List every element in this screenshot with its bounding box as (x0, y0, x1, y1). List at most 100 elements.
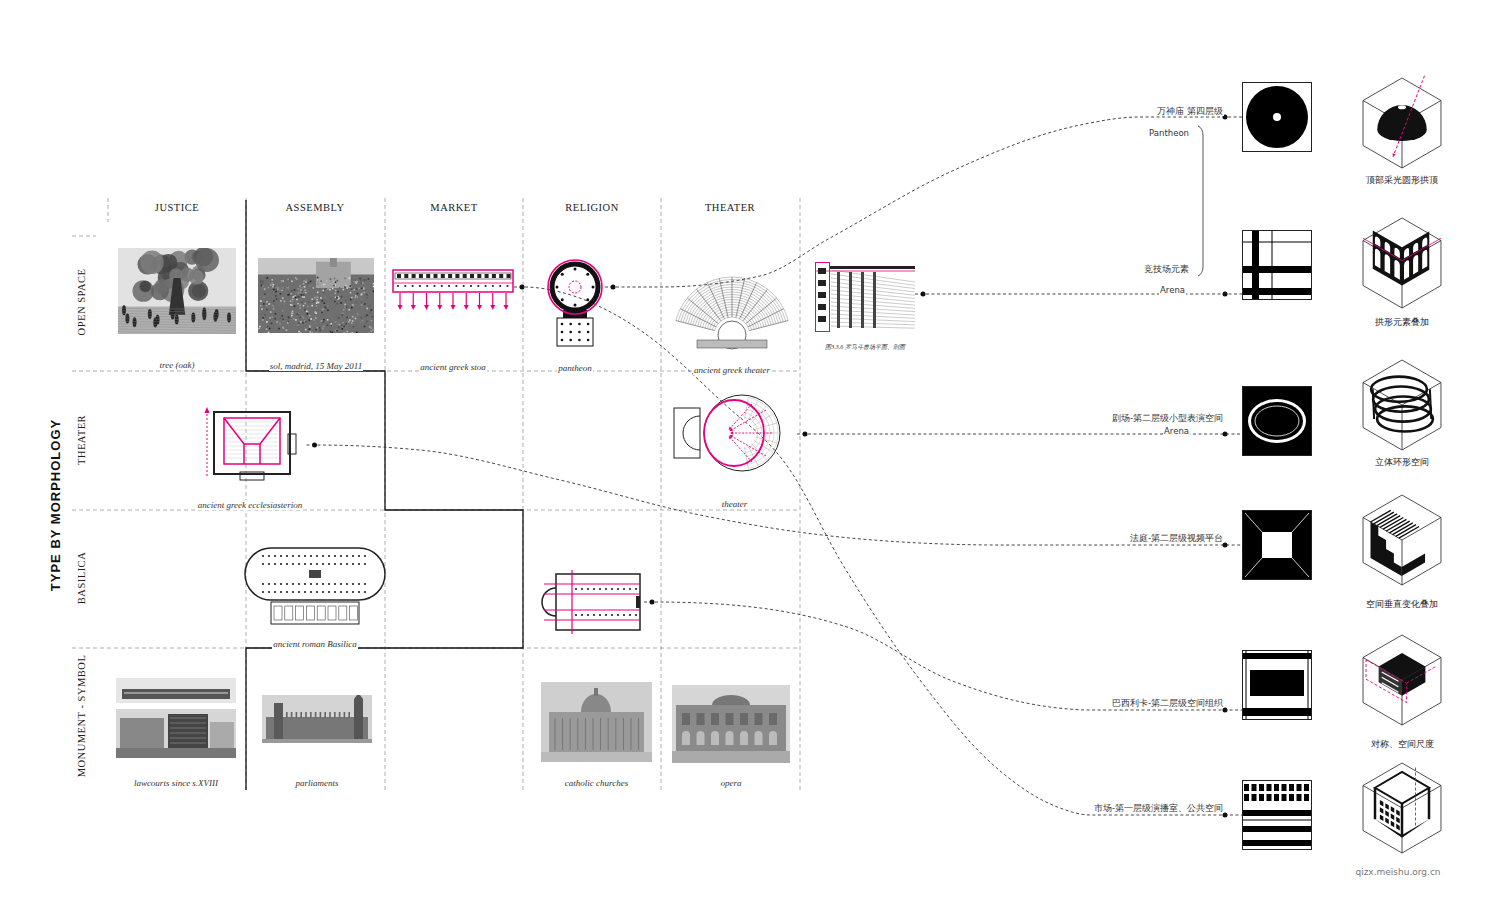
drawing-part (262, 591, 264, 593)
drawing-part (322, 583, 324, 585)
drawing-part (140, 251, 163, 274)
drawing-part (448, 285, 450, 287)
drawing-part (298, 331, 300, 333)
figure-caption: 拱形元素叠加 (1374, 317, 1430, 327)
drawing-part (574, 304, 577, 307)
drawing-part (569, 331, 572, 334)
symbol-icon (1242, 510, 1312, 580)
drawing-part (1402, 540, 1403, 585)
drawing-part (205, 407, 210, 413)
drawing-part (363, 287, 365, 289)
drawing-part (323, 325, 325, 327)
drawing-part (1391, 814, 1395, 821)
drawing-part (322, 591, 324, 593)
drawing-part (226, 426, 278, 427)
drawing-part (271, 283, 273, 285)
drawing-part (315, 312, 317, 314)
drawing-part (301, 332, 303, 333)
drawing-part (328, 591, 330, 593)
drawing-part (317, 280, 319, 282)
drawing-part (369, 326, 371, 328)
drawing-part (266, 305, 268, 307)
drawing-part (299, 285, 301, 287)
drawing-part (262, 583, 264, 585)
drawing-part (271, 323, 273, 325)
drawing-part (711, 713, 719, 725)
drawing-part (1259, 794, 1264, 801)
drawing-part (339, 324, 341, 326)
typology-drawing (258, 258, 374, 333)
drawing-part (574, 268, 577, 271)
drawing-part (1243, 83, 1312, 152)
typology-drawing (541, 682, 652, 762)
drawing-part (629, 588, 631, 590)
typology-drawing (241, 540, 389, 628)
drawing-part (477, 274, 481, 278)
watermark: qizx.meishu.org.cn (1354, 867, 1441, 877)
drawing-part (837, 272, 840, 328)
typology-cell: theater (672, 392, 797, 506)
drawing-part (732, 277, 733, 317)
drawing-part (315, 323, 317, 325)
drawing-part (338, 327, 340, 329)
drawing-part (278, 328, 280, 330)
drawing-part (744, 447, 748, 469)
drawing-part (310, 712, 312, 718)
drawing-part (549, 712, 644, 752)
drawing-part (452, 293, 453, 306)
drawing-part (272, 316, 274, 318)
drawing-part (280, 300, 282, 302)
drawing-part (599, 614, 601, 616)
drawing-part (363, 303, 365, 305)
drawing-part (299, 304, 301, 306)
drawing-part (1262, 532, 1292, 558)
drawing-part (313, 333, 315, 334)
drawing-part (818, 292, 826, 298)
drawing-part (344, 712, 346, 718)
drawing-part (337, 323, 339, 325)
drawing-part (338, 297, 340, 299)
drawing-part (288, 321, 290, 323)
drawing-part (303, 294, 305, 296)
drawing-part (287, 286, 289, 288)
drawing-part (268, 332, 270, 333)
caption-holder: tree (oak) (118, 354, 236, 372)
drawing-part (344, 286, 346, 288)
drawing-part (312, 287, 314, 289)
drawing-part (351, 297, 353, 299)
drawing-part (317, 279, 319, 281)
drawing-part (118, 324, 236, 326)
drawing-part (623, 614, 625, 616)
drawing-part (290, 319, 292, 321)
drawing-part (682, 713, 690, 725)
typology-cell: parliaments (262, 695, 372, 785)
drawing-part (369, 326, 371, 328)
drawing-part (116, 678, 236, 703)
drawing-part (364, 326, 366, 328)
drawing-part (1385, 803, 1389, 810)
drawing-part (397, 285, 399, 287)
drawing-part (300, 292, 302, 294)
drawing-part (1404, 259, 1409, 279)
drawing-part (1385, 810, 1389, 817)
drawing-part (676, 705, 786, 751)
typology-cell: pantheon (545, 238, 605, 370)
drawing-part (711, 731, 719, 745)
drawing-part (499, 285, 501, 287)
drawing-part (304, 281, 306, 283)
cell-caption: catholic churches (564, 778, 629, 788)
drawing-part (282, 287, 284, 289)
drawing-part (748, 309, 784, 327)
cell-caption: parliaments (294, 778, 339, 788)
drawing-part (1245, 513, 1262, 532)
drawing-part (1428, 788, 1431, 820)
drawing-part (419, 274, 423, 278)
drawing-part (364, 303, 366, 305)
drawing-part (365, 332, 367, 333)
drawing-part (207, 412, 208, 476)
column-header: JUSTICE (154, 202, 200, 213)
drawing-part (321, 300, 323, 302)
drawing-part (306, 279, 308, 281)
drawing-part (371, 309, 373, 311)
drawing-part (629, 614, 631, 616)
